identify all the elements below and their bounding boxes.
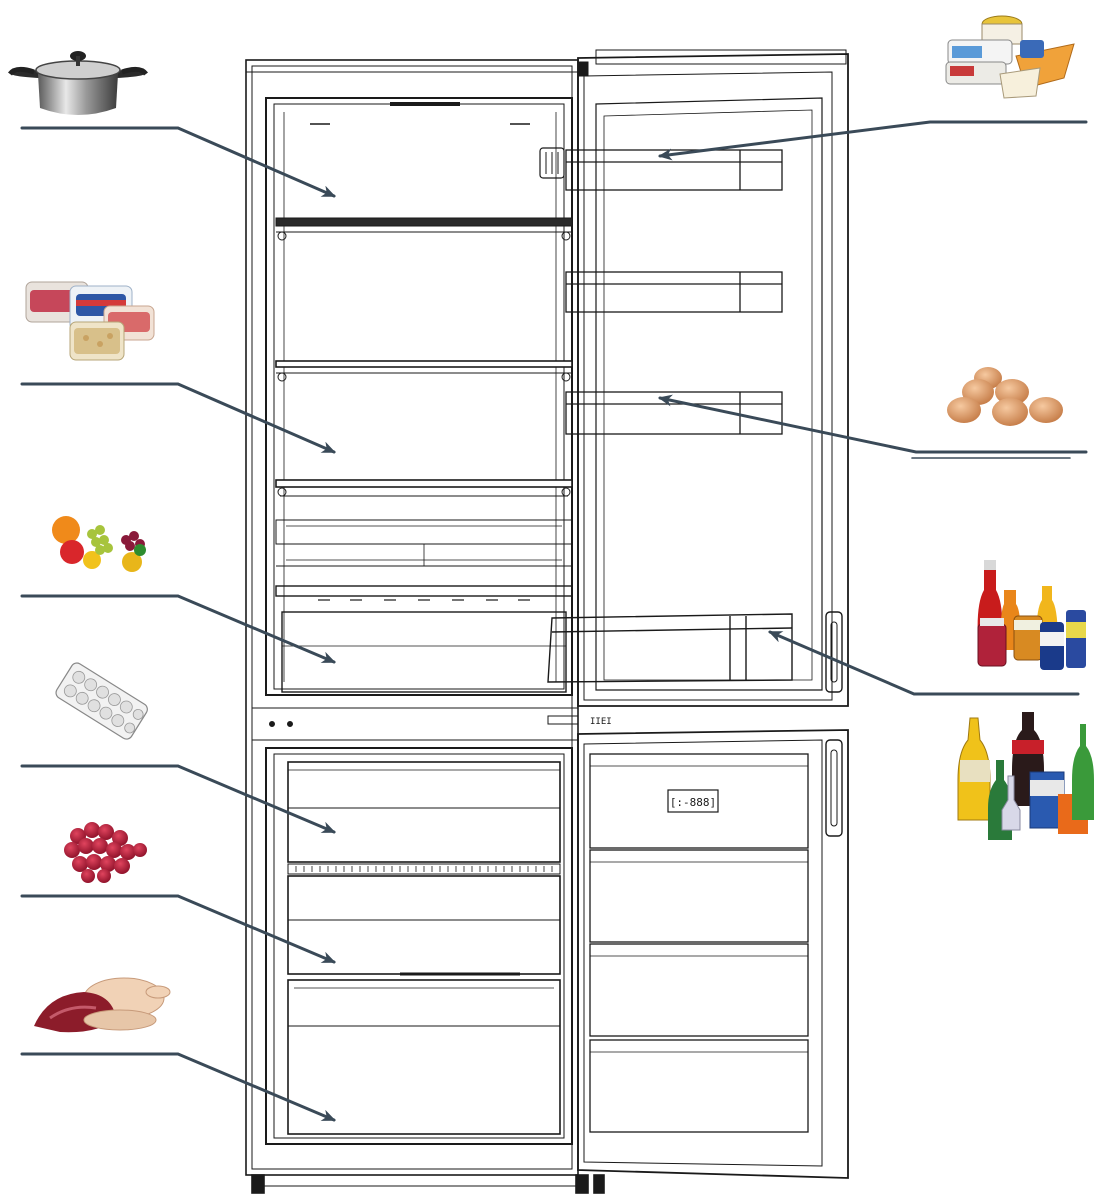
leader-arrows <box>20 120 1088 1122</box>
arrow-left-4 <box>20 764 336 834</box>
door-shelf-3 <box>565 391 783 435</box>
arrow-right-1 <box>658 120 1088 161</box>
fridge-shelf-1 <box>275 217 573 241</box>
svg-text:[:-888]: [:-888] <box>670 796 716 809</box>
door-shelf-1 <box>565 149 783 191</box>
door-shelf-2 <box>565 271 783 313</box>
svg-text:IIEI: IIEI <box>590 717 612 727</box>
freezer-door: [:-888] <box>577 729 849 1179</box>
fridge-shelf-3 <box>275 479 573 497</box>
berries-icon <box>64 822 147 883</box>
arrow-right-2 <box>658 394 1088 454</box>
freezer-drawer-3 <box>287 979 561 1135</box>
bottled-drinks-icon <box>957 712 1094 840</box>
arrow-left-3 <box>20 594 336 664</box>
cooking-pot-icon <box>8 51 148 115</box>
fridge-door <box>539 49 849 707</box>
freezer-compartment <box>265 747 573 1145</box>
arrow-left-2 <box>20 382 336 454</box>
dairy-cheese-icon <box>945 15 1075 99</box>
crisper-drawer <box>275 585 573 693</box>
arrow-right-3 <box>768 630 1080 696</box>
door-bottle-shelf <box>547 613 793 683</box>
arrow-left-1 <box>20 126 336 198</box>
sauces-jars-icon <box>977 560 1086 670</box>
fridge-body <box>245 59 605 1194</box>
compartment-divider <box>252 707 578 741</box>
hinge: IIEI <box>547 715 612 727</box>
raw-meat-poultry-icon <box>34 977 171 1033</box>
fridge-compartment <box>265 97 573 696</box>
fruits-icon <box>52 516 146 572</box>
eggs-icon <box>947 367 1063 426</box>
arrow-left-6 <box>20 1052 336 1122</box>
arrow-left-5 <box>20 894 336 964</box>
freezer-drawer-2 <box>287 875 561 976</box>
crisper-cover-shelf <box>275 519 573 567</box>
egg-tray-icon <box>55 662 148 740</box>
freezer-grill <box>287 863 561 875</box>
temperature-display: [:-888] <box>667 789 719 813</box>
packaged-meats-icon <box>25 281 155 361</box>
freezer-drawer-1 <box>287 761 561 863</box>
fridge-shelf-2 <box>275 360 573 382</box>
thermostat-knob-icon <box>539 147 565 179</box>
